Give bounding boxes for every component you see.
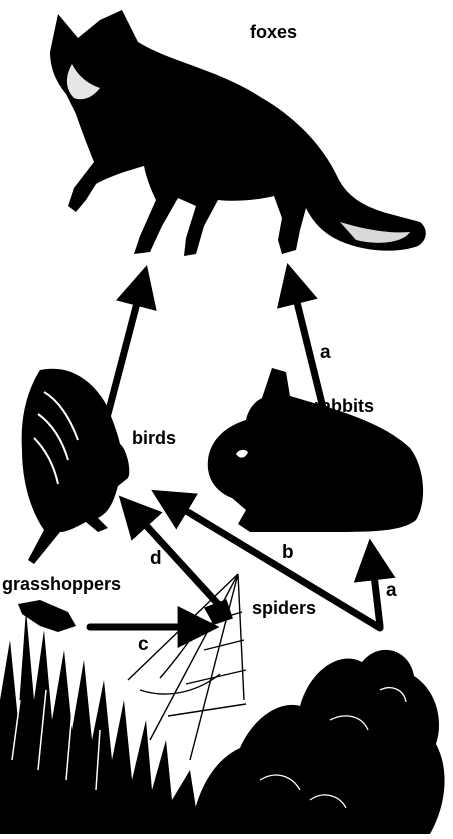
grass-illustration	[0, 610, 200, 834]
arrow-label-plants-to-rabbits: a	[386, 580, 397, 602]
label-rabbits: rabbits	[314, 396, 374, 417]
bush-illustration	[190, 650, 445, 834]
fox-illustration	[50, 10, 426, 256]
arrow-label-spiders-to-birds: d	[150, 548, 162, 570]
label-birds: birds	[132, 428, 176, 449]
arrow-label-rabbits-to-foxes: a	[320, 342, 331, 364]
arrow-label-grasshoppers-to-spiders: c	[138, 634, 149, 656]
arrow-label-plants-to-birds: b	[282, 542, 294, 564]
rabbit-illustration	[208, 368, 423, 532]
arrow-plants-to-rabbits	[372, 558, 380, 626]
label-spiders: spiders	[252, 598, 316, 619]
arrow-birds-to-foxes	[108, 284, 142, 414]
label-foxes: foxes	[250, 22, 297, 43]
label-grasshoppers: grasshoppers	[2, 574, 121, 595]
